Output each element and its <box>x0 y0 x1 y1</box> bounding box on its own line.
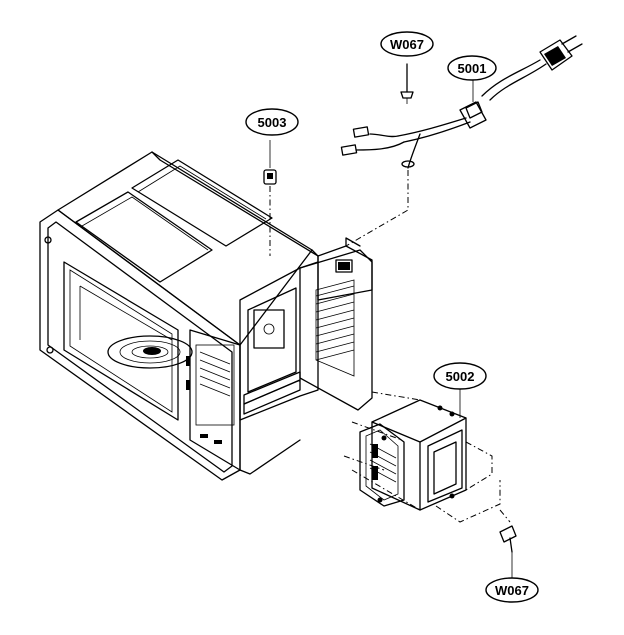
power-cord-assembly <box>340 35 583 247</box>
transformer-5002 <box>343 388 511 523</box>
callout-5002-label: 5002 <box>446 369 475 384</box>
screw-w067-bottom <box>499 525 517 578</box>
callout-w067-bottom: W067 <box>485 577 539 603</box>
part-5003-clip <box>263 140 277 256</box>
callout-w067-top-label: W067 <box>390 37 424 52</box>
callout-w067-bottom-label: W067 <box>495 583 529 598</box>
callout-w067-top: W067 <box>380 31 434 57</box>
callout-5001: 5001 <box>447 55 497 81</box>
callout-5001-label: 5001 <box>458 61 487 76</box>
callout-5003-label: 5003 <box>258 115 287 130</box>
callout-5002: 5002 <box>433 362 487 390</box>
microwave-cabinet <box>39 151 373 481</box>
callout-5003: 5003 <box>245 108 299 136</box>
